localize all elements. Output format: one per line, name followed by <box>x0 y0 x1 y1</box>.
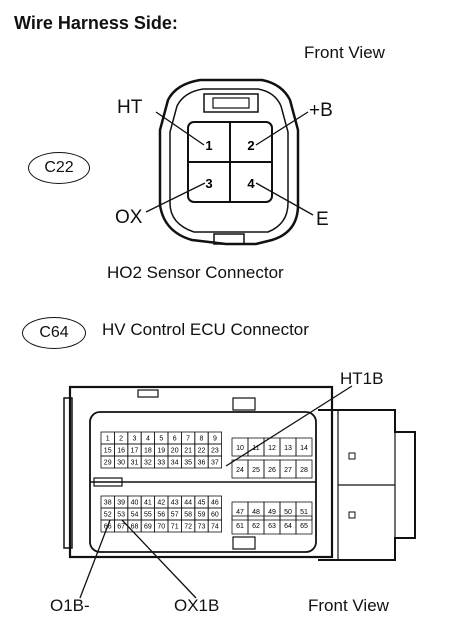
pin-number: 22 <box>198 448 206 455</box>
pin-number: 18 <box>144 448 152 455</box>
pin-number: 49 <box>268 509 276 516</box>
pin-number: 11 <box>252 445 259 452</box>
pin-number: 30 <box>117 460 125 467</box>
pin-number: 27 <box>284 467 292 474</box>
connector-code-c22: C22 <box>28 152 90 184</box>
pin-number: 23 <box>211 448 219 455</box>
pin-number: 54 <box>131 512 139 519</box>
pin-number: 34 <box>171 460 179 467</box>
pin-number: 67 <box>117 524 125 531</box>
pin-number: 72 <box>184 524 192 531</box>
pin-number: 55 <box>144 512 152 519</box>
pin-number: 9 <box>213 436 217 443</box>
pin-number: 51 <box>300 509 308 516</box>
pin-number: 52 <box>104 512 112 519</box>
diagram-title: Wire Harness Side: <box>14 13 178 33</box>
pin-number: 25 <box>252 467 260 474</box>
pin-number: 53 <box>117 512 125 519</box>
ecu-connector-caption: HV Control ECU Connector <box>102 320 309 339</box>
pin-number: 74 <box>211 524 219 531</box>
pin-number: 21 <box>184 448 192 455</box>
pin-number: 48 <box>252 509 260 516</box>
pin-number: 6 <box>173 436 177 443</box>
pin-number: 43 <box>171 500 179 507</box>
pin-number: 60 <box>211 512 219 519</box>
pin-number: 61 <box>236 523 244 530</box>
pin-cell <box>295 501 313 521</box>
pin-number: 64 <box>284 523 292 530</box>
sensor-connector-caption: HO2 Sensor Connector <box>107 263 284 282</box>
pin-number-1: 1 <box>205 138 212 153</box>
pin-number: 12 <box>268 445 276 452</box>
pin-number: 28 <box>300 467 308 474</box>
pin-number: 46 <box>211 500 219 507</box>
pin-number: 36 <box>198 460 206 467</box>
pin-cell <box>295 437 313 457</box>
pin-number: 2 <box>119 436 123 443</box>
pin-number: 3 <box>133 436 137 443</box>
pin-number: 13 <box>284 445 292 452</box>
pin-number: 8 <box>200 436 204 443</box>
pin-number: 56 <box>157 512 165 519</box>
pin-number: 50 <box>284 509 292 516</box>
pin-number: 7 <box>186 436 190 443</box>
pin-number: 16 <box>117 448 125 455</box>
pin-number: 31 <box>131 460 139 467</box>
callout-ht1b: HT1B <box>340 369 384 388</box>
front-view-label-ecu: Front View <box>308 596 389 615</box>
pin-number: 71 <box>171 524 179 531</box>
pin-label-ox: OX <box>115 207 143 228</box>
pin-cell <box>207 519 222 533</box>
pin-number: 14 <box>300 445 308 452</box>
pin-number: 62 <box>252 523 260 530</box>
pin-cell <box>295 459 313 479</box>
pin-number: 35 <box>184 460 192 467</box>
connector-code-c64: C64 <box>22 317 86 349</box>
pin-number: 17 <box>131 448 139 455</box>
pin-number: 33 <box>157 460 165 467</box>
pin-number: 57 <box>171 512 179 519</box>
pin-number: 47 <box>236 509 244 516</box>
front-view-label-sensor: Front View <box>304 43 385 62</box>
pin-number: 41 <box>144 500 152 507</box>
pin-number: 40 <box>131 500 139 507</box>
pin-cell <box>295 515 313 535</box>
pin-number: 69 <box>144 524 152 531</box>
pin-number: 59 <box>198 512 206 519</box>
pin-number: 39 <box>117 500 125 507</box>
pin-number: 63 <box>268 523 276 530</box>
pin-number: 32 <box>144 460 152 467</box>
pin-number: 65 <box>300 523 308 530</box>
pin-cell <box>207 455 222 469</box>
pin-number: 68 <box>131 524 139 531</box>
pin-number: 70 <box>157 524 165 531</box>
pin-number: 4 <box>146 436 150 443</box>
pin-number: 15 <box>104 448 112 455</box>
pin-label-ht: HT <box>117 97 143 118</box>
pin-number: 58 <box>184 512 192 519</box>
pin-label-plus-b: +B <box>309 100 333 121</box>
pin-number: 44 <box>184 500 192 507</box>
pin-number: 42 <box>157 500 165 507</box>
pin-number: 10 <box>236 445 244 452</box>
pin-number: 19 <box>157 448 165 455</box>
callout-o1b-minus: O1B- <box>50 596 90 615</box>
pin-number: 29 <box>104 460 112 467</box>
callout-ox1b: OX1B <box>174 596 220 615</box>
pin-number-3: 3 <box>205 176 212 191</box>
pin-number: 45 <box>198 500 206 507</box>
pin-number: 73 <box>198 524 206 531</box>
pin-number: 5 <box>159 436 163 443</box>
pin-number: 1 <box>106 436 110 443</box>
pin-number: 37 <box>211 460 219 467</box>
pin-number-4: 4 <box>247 176 255 191</box>
pin-number: 38 <box>104 500 112 507</box>
pin-number: 20 <box>171 448 179 455</box>
pin-number: 26 <box>268 467 276 474</box>
pin-label-e: E <box>316 209 329 230</box>
pin-number: 24 <box>236 467 244 474</box>
pin-number-2: 2 <box>247 138 254 153</box>
